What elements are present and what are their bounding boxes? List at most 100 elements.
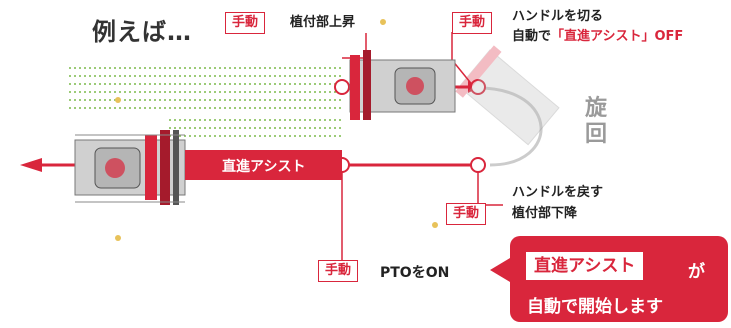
planted-dot [284,75,286,77]
planted-dot [149,99,151,101]
planted-dot [264,75,266,77]
marker-dots [115,19,438,241]
planted-dot [314,67,316,69]
planted-dot [239,67,241,69]
planted-dot [154,91,156,93]
planted-dot [239,119,241,121]
planted-dot [99,91,101,93]
planted-dot [214,91,216,93]
planted-dot [184,99,186,101]
planted-dot [239,135,241,137]
planted-dot [314,119,316,121]
planted-dot [104,83,106,85]
planted-dot [219,127,221,129]
planted-dot [219,83,221,85]
planted-rows-lower [169,119,341,137]
planted-dot [134,75,136,77]
planted-dot [169,127,171,129]
planted-dot [139,75,141,77]
planted-dot [94,91,96,93]
planted-dot [224,135,226,137]
planted-dot [179,127,181,129]
planted-dot [194,91,196,93]
planted-dot [169,119,171,121]
planted-dot [129,107,131,109]
planted-dot [219,107,221,109]
planted-dot [204,99,206,101]
planted-dot [329,67,331,69]
manual-badge-raise: 手動 [225,12,266,34]
planted-dot [214,119,216,121]
step-cut-line2: 自動で「直進アシスト」OFF [512,28,683,46]
planted-dot [324,127,326,129]
planted-dot [299,119,301,121]
planted-dot [204,75,206,77]
planted-dot [194,67,196,69]
planted-dot [334,99,336,101]
planted-dot [189,99,191,101]
planted-dot [154,99,156,101]
planted-dot [79,91,81,93]
planted-dot [144,91,146,93]
planted-dot [164,91,166,93]
planted-dot [209,67,211,69]
planted-dot [254,107,256,109]
planted-dot [79,83,81,85]
planted-dot [129,83,131,85]
planted-dot [239,91,241,93]
planted-dot [84,83,86,85]
planted-dot [234,75,236,77]
planted-dot [249,99,251,101]
planted-dot [274,107,276,109]
planted-dot [79,67,81,69]
planted-dot [329,119,331,121]
planted-dot [259,91,261,93]
planted-dot [129,91,131,93]
planted-dot [259,107,261,109]
planted-dot [314,99,316,101]
planted-dot [124,75,126,77]
planted-dot [149,67,151,69]
planted-dot [239,107,241,109]
planted-dot [274,127,276,129]
planted-dot [229,135,231,137]
planted-dot [114,91,116,93]
planted-dot [214,99,216,101]
planted-dot [339,75,341,77]
planted-dot [199,107,201,109]
planted-dot [269,75,271,77]
planted-dot [234,67,236,69]
planted-dot [239,99,241,101]
planted-dot [164,99,166,101]
planted-dot [104,75,106,77]
planted-dot [289,135,291,137]
planted-dot [319,91,321,93]
planted-dot [174,107,176,109]
planted-dot [329,135,331,137]
planted-dot [99,67,101,69]
planted-dot [119,67,121,69]
planted-dot [324,83,326,85]
planted-dot [299,67,301,69]
planted-dot [259,99,261,101]
planted-dot [289,83,291,85]
planted-dot [279,107,281,109]
planted-dot [304,67,306,69]
manual-badge-cut: 手動 [452,12,493,34]
planted-dot [174,99,176,101]
planted-dot [184,75,186,77]
planted-dot [89,99,91,101]
planted-dot [109,83,111,85]
planted-dot [199,135,201,137]
planted-dot [119,75,121,77]
planted-dot [329,99,331,101]
planted-dot [279,91,281,93]
planted-dot [279,119,281,121]
planted-dot [84,75,86,77]
planted-dot [139,83,141,85]
manual-badge-pto: 手動 [318,260,359,282]
planted-dot [124,67,126,69]
planted-dot [304,135,306,137]
planted-dot [129,67,131,69]
planted-dot [174,119,176,121]
